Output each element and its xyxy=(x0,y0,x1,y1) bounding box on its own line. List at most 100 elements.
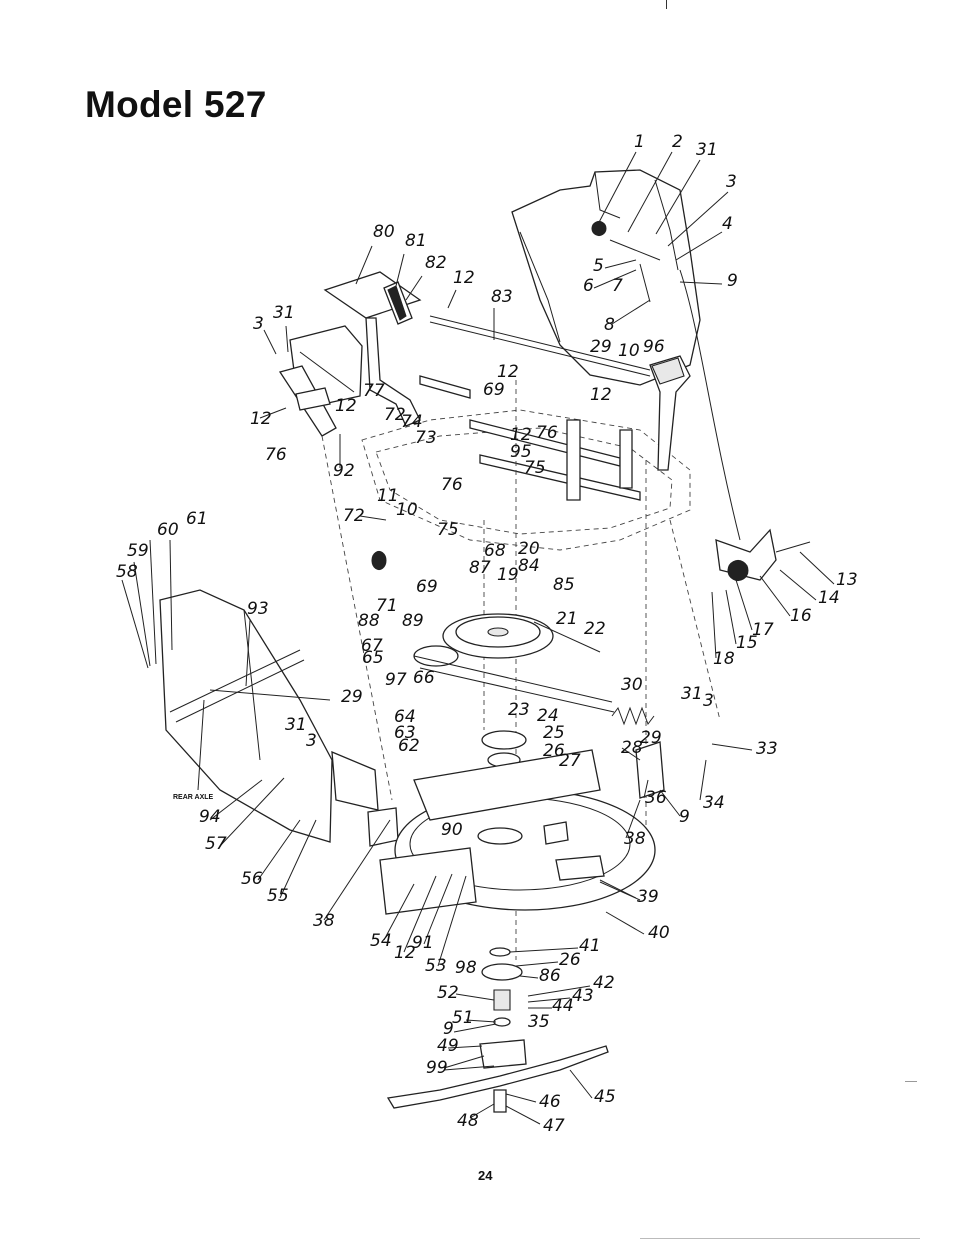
callout-75: 75 xyxy=(524,458,546,478)
callout-39: 39 xyxy=(637,887,659,907)
callout-64: 64 xyxy=(394,707,416,727)
callout-12: 12 xyxy=(394,943,416,963)
leader-lines xyxy=(121,151,835,1125)
callout-92: 92 xyxy=(333,461,355,481)
callout-95: 95 xyxy=(510,442,532,462)
callout-73: 73 xyxy=(415,428,437,448)
callout-38: 38 xyxy=(313,911,335,931)
callout-71: 71 xyxy=(376,596,398,616)
callout-99: 99 xyxy=(426,1058,448,1078)
callout-8: 8 xyxy=(604,315,615,335)
callout-33: 33 xyxy=(756,739,778,759)
callout-74: 74 xyxy=(401,412,423,432)
callout-53: 53 xyxy=(425,956,447,976)
callout-45: 45 xyxy=(594,1087,616,1107)
callout-44: 44 xyxy=(552,996,574,1016)
scan-edge-line xyxy=(640,1238,920,1239)
pulley-belt-drawing xyxy=(371,551,615,768)
callout-72: 72 xyxy=(343,506,365,526)
scan-mark xyxy=(905,1081,917,1082)
scan-mark xyxy=(666,0,667,9)
callout-5: 5 xyxy=(593,256,604,276)
callout-85: 85 xyxy=(553,575,575,595)
callout-15: 15 xyxy=(736,633,758,653)
callout-90: 90 xyxy=(441,820,463,840)
callout-76: 76 xyxy=(441,475,463,495)
callout-12: 12 xyxy=(497,362,519,382)
callout-56: 56 xyxy=(241,869,263,889)
callout-80: 80 xyxy=(373,222,395,242)
callout-10: 10 xyxy=(396,500,418,520)
callout-3: 3 xyxy=(306,731,317,751)
callout-3: 3 xyxy=(726,172,737,192)
callout-11: 11 xyxy=(377,486,399,506)
callout-13: 13 xyxy=(836,570,858,590)
callout-46: 46 xyxy=(539,1092,561,1112)
rear-axle-drawing xyxy=(169,649,305,791)
callout-6: 6 xyxy=(583,276,594,296)
callout-76: 76 xyxy=(536,423,558,443)
callout-29: 29 xyxy=(341,687,363,707)
callout-48: 48 xyxy=(457,1111,479,1131)
callout-61: 61 xyxy=(186,509,208,529)
callout-2: 2 xyxy=(672,132,683,152)
callout-38: 38 xyxy=(624,829,646,849)
callout-86: 86 xyxy=(539,966,561,986)
callout-12: 12 xyxy=(335,396,357,416)
callout-72: 72 xyxy=(384,405,406,425)
callout-16: 16 xyxy=(790,606,812,626)
callout-69: 69 xyxy=(483,380,505,400)
callout-26: 26 xyxy=(543,741,565,761)
callout-34: 34 xyxy=(703,793,725,813)
callout-81: 81 xyxy=(405,231,427,251)
callout-9: 9 xyxy=(727,271,738,291)
callout-12: 12 xyxy=(453,268,475,288)
callout-67: 67 xyxy=(361,636,383,656)
callout-94: 94 xyxy=(199,807,221,827)
callout-75: 75 xyxy=(437,520,459,540)
callout-84: 84 xyxy=(518,556,540,576)
callout-12: 12 xyxy=(510,425,532,445)
deflector-drawing xyxy=(159,589,399,847)
callout-98: 98 xyxy=(455,958,477,978)
callout-3: 3 xyxy=(703,691,714,711)
callout-82: 82 xyxy=(425,253,447,273)
spindle-drawing xyxy=(479,947,527,1069)
callout-54: 54 xyxy=(370,931,392,951)
callout-59: 59 xyxy=(127,541,149,561)
callout-27: 27 xyxy=(559,751,581,771)
callout-69: 69 xyxy=(416,577,438,597)
callout-18: 18 xyxy=(713,649,735,669)
rear-axle-label: REAR AXLE xyxy=(173,794,214,801)
callout-89: 89 xyxy=(402,611,424,631)
callout-57: 57 xyxy=(205,834,227,854)
callout-52: 52 xyxy=(437,983,459,1003)
callout-14: 14 xyxy=(818,588,840,608)
callout-9: 9 xyxy=(679,807,690,827)
callout-31: 31 xyxy=(285,715,307,735)
frame-drawing xyxy=(361,315,691,551)
pedal-bracket-drawing xyxy=(278,271,471,437)
mower-deck-drawing xyxy=(379,749,656,915)
callout-24: 24 xyxy=(537,706,559,726)
callout-31: 31 xyxy=(273,303,295,323)
callout-23: 23 xyxy=(508,700,530,720)
callout-42: 42 xyxy=(593,973,615,993)
callout-35: 35 xyxy=(528,1012,550,1032)
drawing-lines xyxy=(121,151,835,1125)
callout-66: 66 xyxy=(413,668,435,688)
callout-49: 49 xyxy=(437,1036,459,1056)
callout-30: 30 xyxy=(621,675,643,695)
callout-1: 1 xyxy=(634,132,645,152)
callout-10: 10 xyxy=(618,341,640,361)
seat-drawing xyxy=(511,169,701,386)
callout-4: 4 xyxy=(722,214,733,234)
callout-88: 88 xyxy=(358,611,380,631)
callout-77: 77 xyxy=(363,381,385,401)
idler-spring-drawing xyxy=(611,528,811,799)
callout-25: 25 xyxy=(543,723,565,743)
callout-22: 22 xyxy=(584,619,606,639)
